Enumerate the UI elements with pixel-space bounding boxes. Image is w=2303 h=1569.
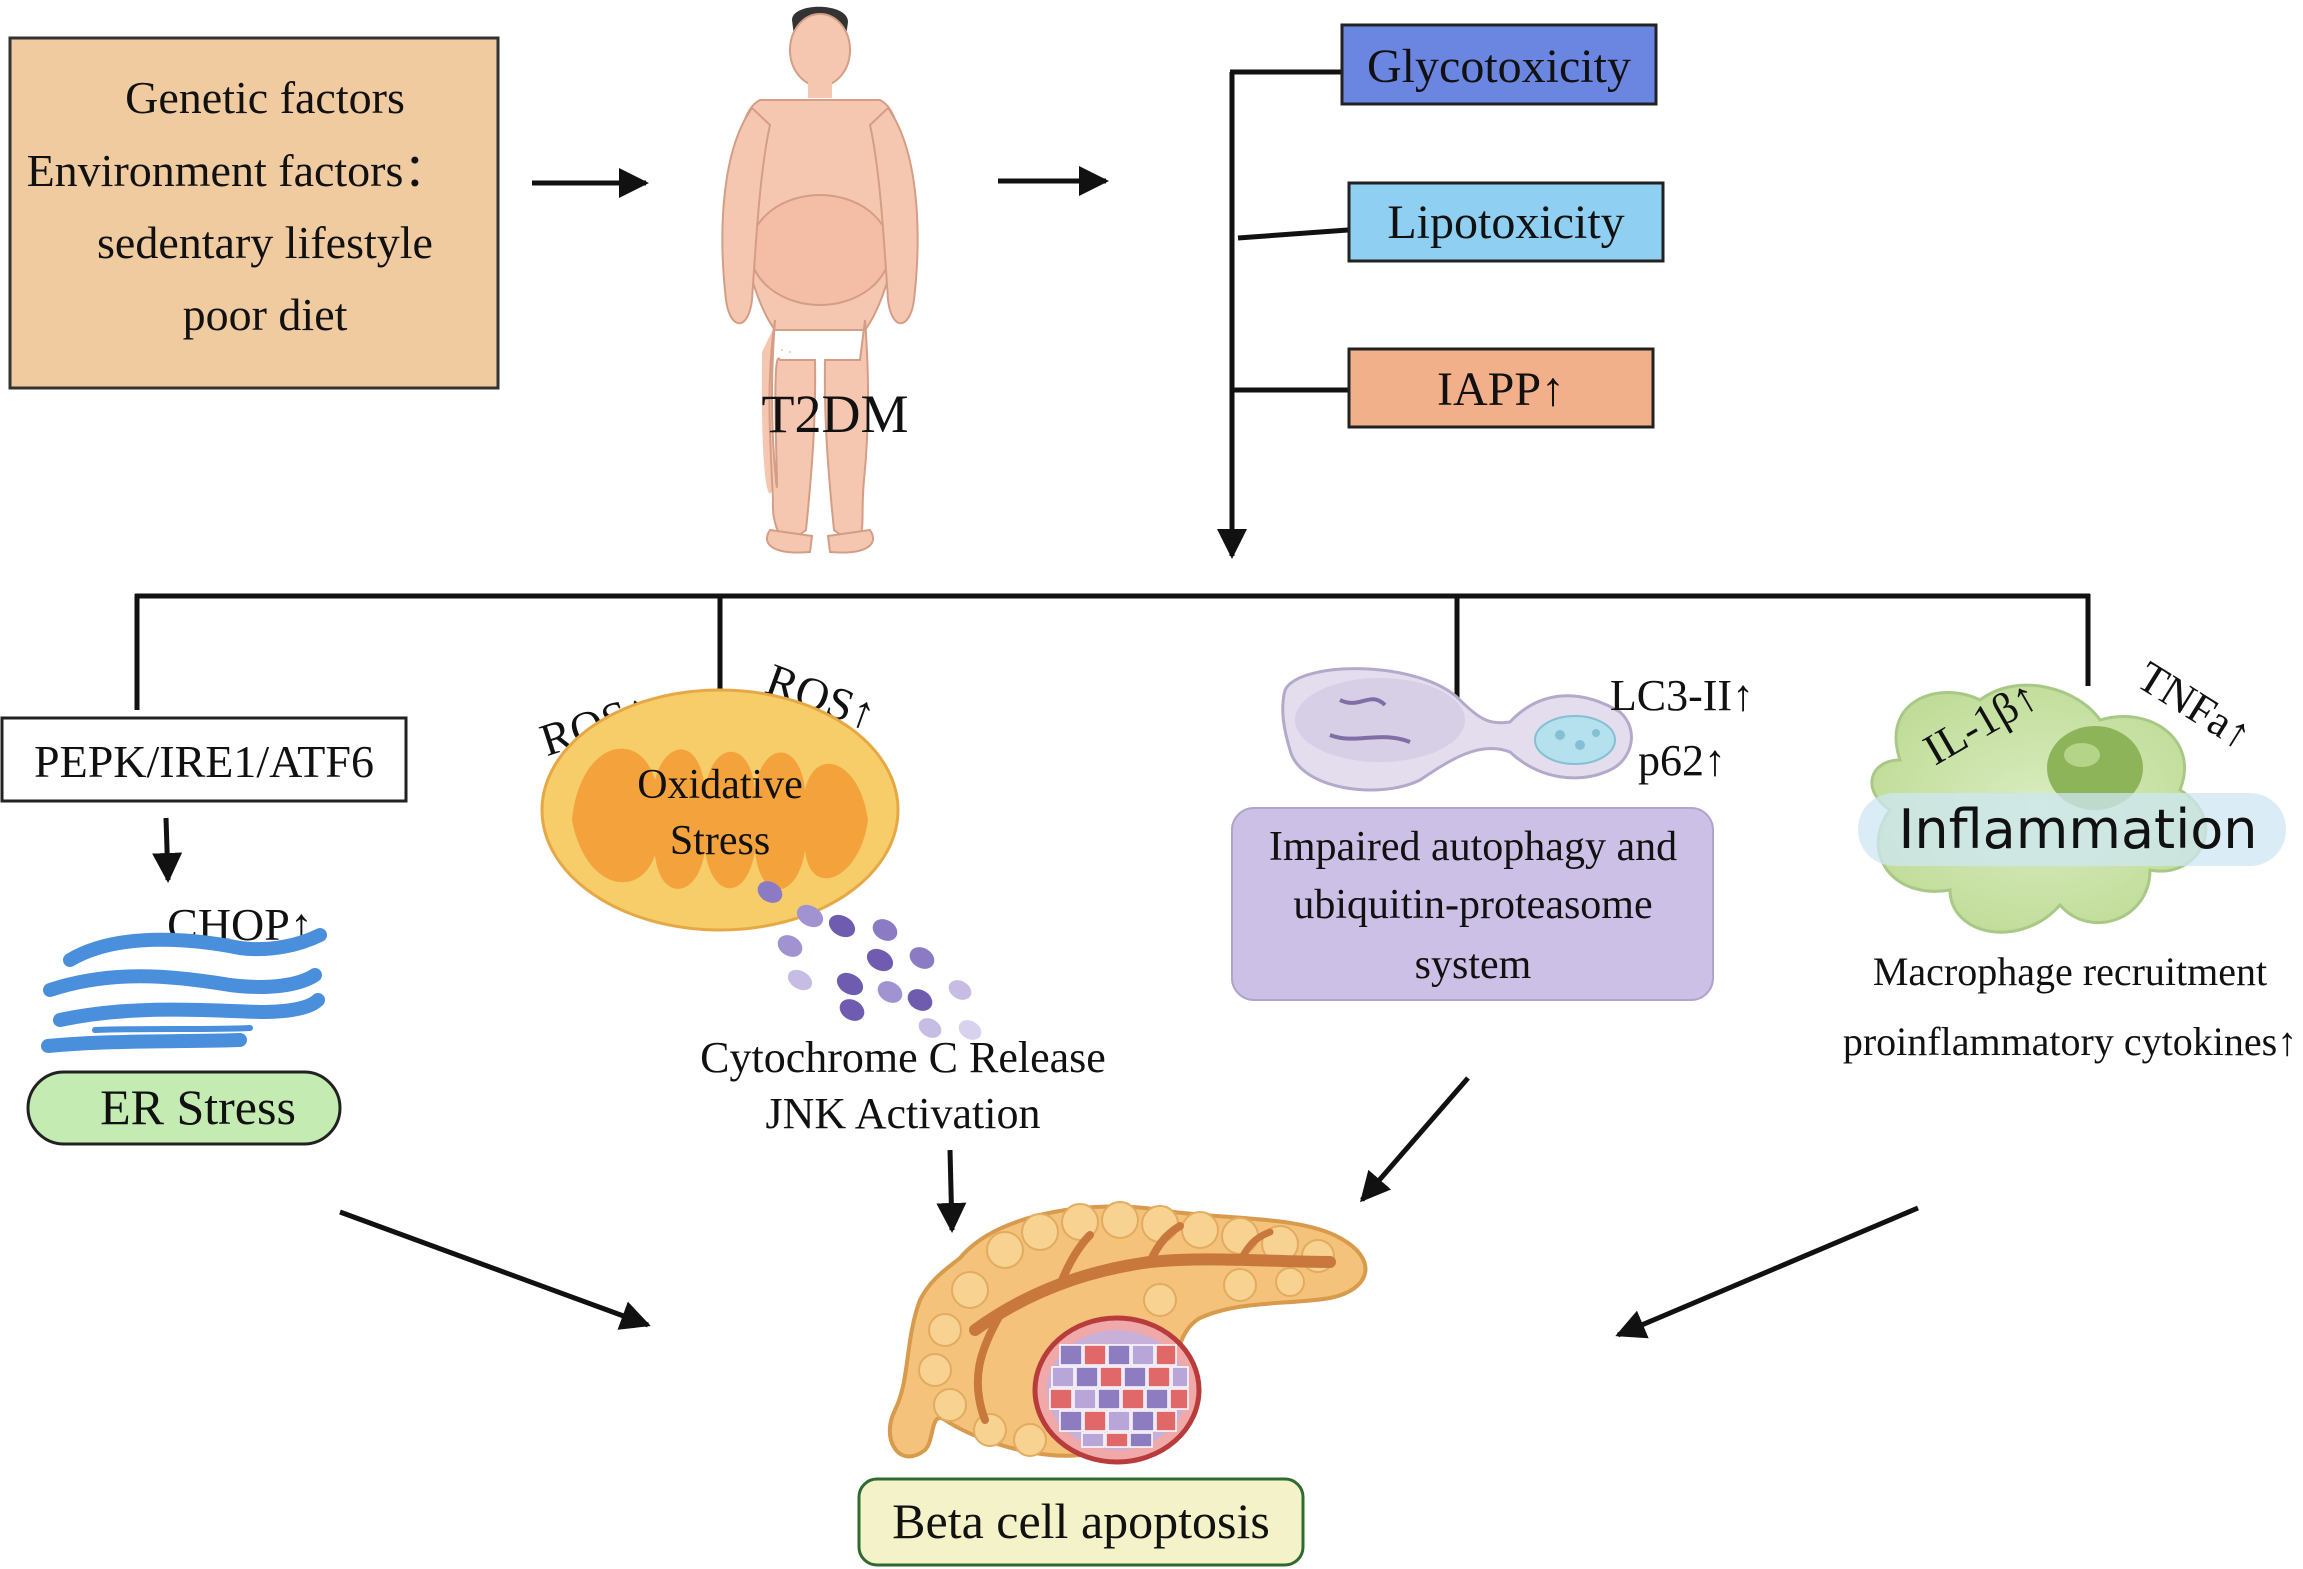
t2dm-label: T2DM — [762, 384, 909, 444]
oxidative-branch: ROS↑ ROS↑ Oxidative Stress Cytochrome C … — [534, 654, 1106, 1138]
autophagy-branch: LC3-II↑ p62↑ Impaired autophagy and ubiq… — [1231, 667, 1754, 1001]
autophagy-line2: ubiquitin-proteasome — [1293, 882, 1652, 928]
factor-environment: Environment factors： — [27, 145, 450, 196]
inflammation-branch: Inflammation IL-1β↑ TNFa↑ Macrophage rec… — [1843, 652, 2297, 1064]
pancreas-icon — [887, 1201, 1368, 1465]
autophagosome-icon — [1281, 667, 1633, 792]
inflammation-band — [1858, 793, 2286, 866]
p62-label: p62↑ — [1638, 736, 1726, 785]
mito-label-line2: Stress — [670, 818, 770, 864]
glycotoxicity-box: Glycotoxicity — [1340, 23, 1658, 106]
arrow-autophagy-to-apoptosis — [1360, 1076, 1470, 1203]
pathway-label: PEPK/IRE1/ATF6 — [34, 736, 374, 787]
endoplasmic-reticulum-icon — [41, 928, 327, 1053]
cytochrome-particles-icon — [757, 881, 982, 1040]
obese-person-icon — [721, 6, 919, 554]
glycotoxicity-label: Glycotoxicity — [1367, 40, 1631, 93]
macrophage-line2: proinflammatory cytokines↑ — [1843, 1019, 2297, 1064]
outcome-box: Beta cell apoptosis — [857, 1477, 1305, 1567]
inflammation-title: Inflammation — [1899, 798, 2258, 861]
er-stress-pill — [26, 1070, 342, 1146]
pathway-box — [0, 716, 408, 803]
lipotoxicity-label: Lipotoxicity — [1387, 196, 1624, 249]
lc3-label: LC3-II↑ — [1610, 671, 1754, 720]
factor-sedentary: sedentary lifestyle — [97, 217, 433, 268]
outcome-label: Beta cell apoptosis — [892, 1493, 1270, 1549]
er-stress-label: ER Stress — [100, 1079, 296, 1135]
autophagy-line1: Impaired autophagy and — [1269, 824, 1677, 870]
factor-diet: poor diet — [183, 289, 348, 340]
release-label-line2: JNK Activation — [766, 1089, 1041, 1138]
toxicity-bracket — [1217, 69, 1349, 559]
arrow-inflammation-to-apoptosis — [1615, 1205, 1919, 1339]
autophagy-box — [1231, 807, 1714, 1001]
branch-bar — [134, 593, 2091, 710]
er-branch: PEPK/IRE1/ATF6 CHOP↑ ER Stress — [0, 716, 408, 1146]
factor-genetic: Genetic factors — [125, 72, 405, 123]
arrow-er-to-apoptosis — [339, 1209, 651, 1330]
release-label-line1: Cytochrome C Release — [700, 1033, 1106, 1082]
iapp-label: IAPP↑ — [1437, 363, 1565, 416]
arrow-oxidative-to-apoptosis — [936, 1149, 967, 1233]
factors-box: Genetic factors Environment factors： sed… — [8, 36, 500, 390]
macrophage-line1: Macrophage recruitment — [1873, 949, 2267, 994]
mito-label-line1: Oxidative — [637, 762, 803, 808]
lipotoxicity-box: Lipotoxicity — [1347, 181, 1665, 263]
autophagy-line3: system — [1415, 942, 1532, 988]
iapp-box: IAPP↑ — [1347, 347, 1655, 429]
mitochondrion-icon — [540, 688, 900, 932]
